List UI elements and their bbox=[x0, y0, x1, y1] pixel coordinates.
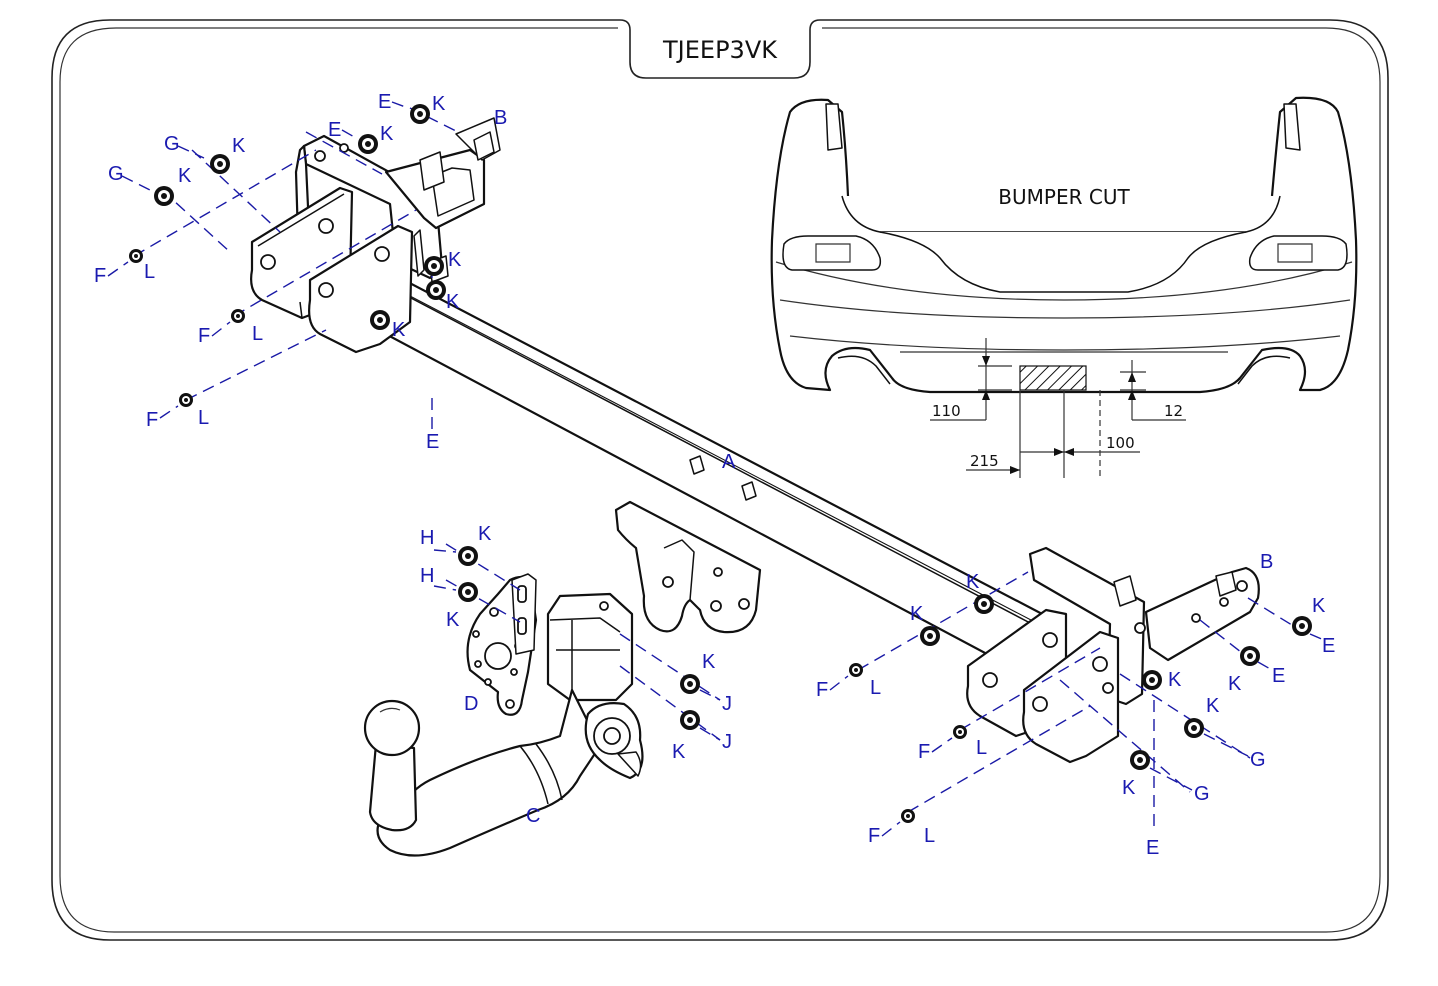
label-f: F bbox=[868, 825, 880, 847]
label-f: F bbox=[816, 679, 828, 701]
label-k: K bbox=[1206, 695, 1220, 717]
label-j: J bbox=[722, 731, 732, 753]
label-k: K bbox=[1312, 595, 1326, 617]
label-l: L bbox=[924, 825, 935, 847]
label-e: E bbox=[328, 119, 341, 141]
washer bbox=[210, 154, 230, 174]
washer bbox=[920, 626, 940, 646]
dimension-100: 100 bbox=[1106, 434, 1135, 452]
crossbar bbox=[316, 254, 1048, 664]
label-l: L bbox=[870, 677, 881, 699]
label-b: B bbox=[1260, 551, 1273, 573]
washer bbox=[849, 663, 863, 677]
label-b: B bbox=[494, 107, 507, 129]
bumper-view bbox=[770, 96, 1358, 478]
washer bbox=[370, 310, 390, 330]
label-a: A bbox=[722, 451, 736, 473]
label-f: F bbox=[198, 325, 210, 347]
label-k: K bbox=[966, 571, 980, 593]
dimension-110: 110 bbox=[932, 402, 961, 420]
label-g: G bbox=[164, 133, 180, 155]
washer bbox=[458, 546, 478, 566]
label-k: K bbox=[1122, 777, 1136, 799]
washer bbox=[358, 134, 378, 154]
label-f: F bbox=[94, 265, 106, 287]
label-e: E bbox=[378, 91, 391, 113]
washer bbox=[1240, 646, 1260, 666]
label-e: E bbox=[1272, 665, 1285, 687]
label-k: K bbox=[446, 609, 460, 631]
washer bbox=[154, 186, 174, 206]
label-h: H bbox=[420, 527, 434, 549]
label-j: J bbox=[722, 693, 732, 715]
washer bbox=[1184, 718, 1204, 738]
label-k: K bbox=[448, 249, 462, 271]
label-l: L bbox=[252, 323, 263, 345]
label-e: E bbox=[1146, 837, 1159, 859]
label-l: L bbox=[198, 407, 209, 429]
washer bbox=[1130, 750, 1150, 770]
washer bbox=[231, 309, 245, 323]
label-k: K bbox=[432, 93, 446, 115]
label-g: G bbox=[108, 163, 124, 185]
diagram-title: TJEEP3VK bbox=[662, 36, 778, 64]
label-k: K bbox=[478, 523, 492, 545]
label-f: F bbox=[918, 741, 930, 763]
label-l: L bbox=[144, 261, 155, 283]
washer bbox=[1292, 616, 1312, 636]
label-g: G bbox=[1194, 783, 1210, 805]
washer bbox=[410, 104, 430, 124]
label-e: E bbox=[1322, 635, 1335, 657]
washer bbox=[680, 710, 700, 730]
washers bbox=[129, 104, 1312, 823]
label-k: K bbox=[232, 135, 246, 157]
washer bbox=[424, 256, 444, 276]
label-f: F bbox=[146, 409, 158, 431]
washer bbox=[458, 582, 478, 602]
right-bracket bbox=[966, 546, 1260, 764]
washer bbox=[680, 674, 700, 694]
label-k: K bbox=[178, 165, 192, 187]
washer bbox=[426, 280, 446, 300]
label-k: K bbox=[380, 123, 394, 145]
label-c: C bbox=[526, 805, 540, 827]
label-k: K bbox=[1168, 669, 1182, 691]
left-bracket bbox=[250, 117, 501, 354]
part-labels: A B B C D E E E E E E F F F F F F G G G … bbox=[94, 91, 1335, 859]
washer bbox=[129, 249, 143, 263]
washer bbox=[953, 725, 967, 739]
label-k: K bbox=[446, 291, 460, 313]
label-k: K bbox=[1228, 673, 1242, 695]
label-l: L bbox=[976, 737, 987, 759]
towball-assembly bbox=[363, 592, 644, 857]
label-leaders bbox=[107, 101, 1325, 837]
label-k: K bbox=[702, 651, 716, 673]
label-h: H bbox=[420, 565, 434, 587]
dimension-12: 12 bbox=[1164, 402, 1183, 420]
label-k: K bbox=[910, 603, 924, 625]
washer bbox=[974, 594, 994, 614]
bolt-lines bbox=[133, 107, 1301, 830]
washer bbox=[1142, 670, 1162, 690]
drawing-frame bbox=[51, 19, 1389, 941]
label-k: K bbox=[672, 741, 686, 763]
label-g: G bbox=[1250, 749, 1266, 771]
washer bbox=[179, 393, 193, 407]
label-d: D bbox=[464, 693, 478, 715]
bumper-cut-area bbox=[1019, 365, 1087, 391]
washer bbox=[901, 809, 915, 823]
dimension-215: 215 bbox=[970, 452, 999, 470]
socket-plate bbox=[466, 573, 538, 716]
label-e: E bbox=[426, 431, 439, 453]
label-k: K bbox=[392, 319, 406, 341]
bumper-cut-caption: BUMPER CUT bbox=[998, 185, 1130, 209]
